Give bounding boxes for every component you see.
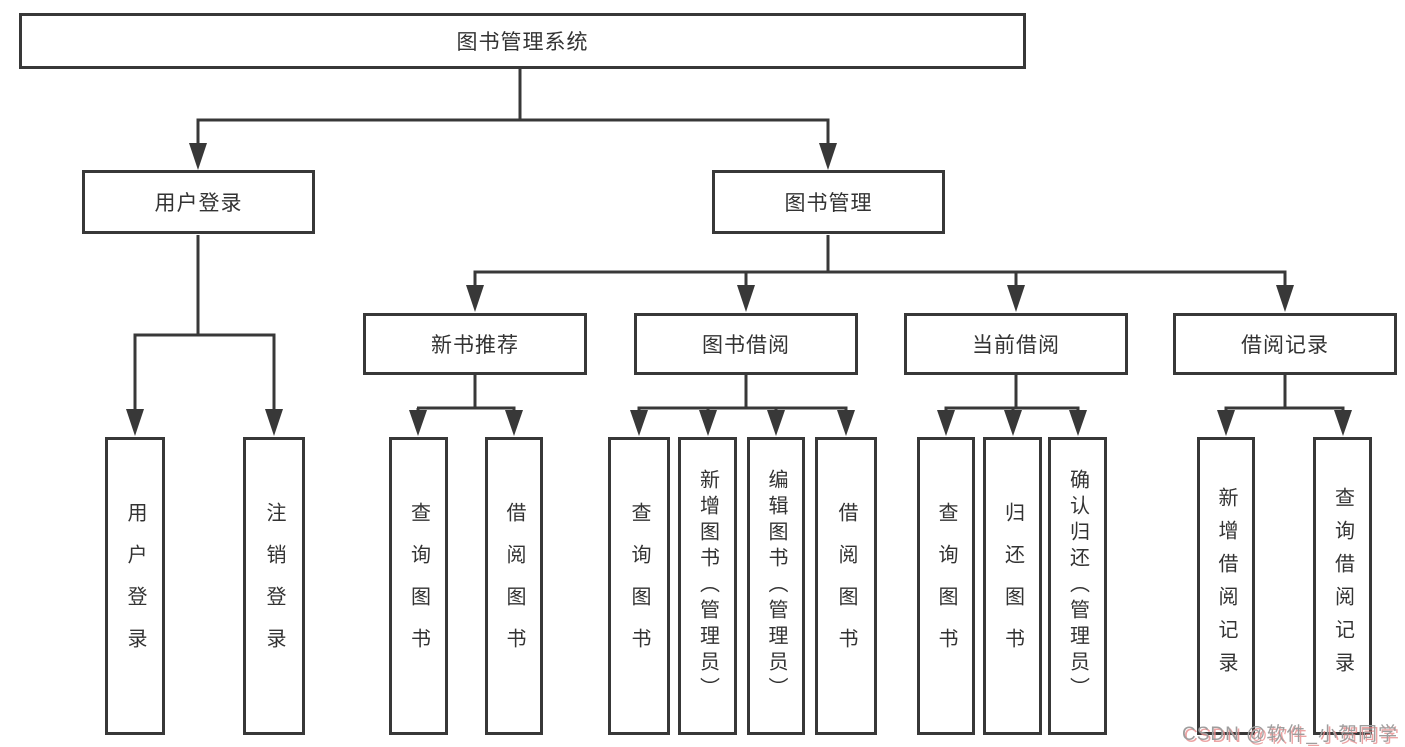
leaf-user-login: 用户登录 <box>105 437 165 735</box>
node-root: 图书管理系统 <box>19 13 1026 69</box>
node-root-label: 图书管理系统 <box>456 31 589 54</box>
node-user-login-label: 用户登录 <box>154 192 243 215</box>
leaf-return-book-label: 归还图书 <box>1001 502 1024 670</box>
connector-book-mgmt-branch <box>473 235 1287 286</box>
connector-current-borrow-branch <box>944 375 1080 411</box>
leaf-confirm-return-admin: 确认归还（管理员） <box>1048 437 1107 735</box>
leaf-logout: 注销登录 <box>243 437 305 735</box>
leaf-borrow-book-recommend-label: 借阅图书 <box>503 502 525 670</box>
node-current-borrow: 当前借阅 <box>904 313 1128 375</box>
node-book-borrow: 图书借阅 <box>634 313 858 375</box>
csdn-watermark: CSDN @软件_小贺同学 <box>1182 724 1398 745</box>
leaf-add-borrow-record-label: 新增借阅记录 <box>1215 487 1237 685</box>
leaf-edit-book-admin-label: 编辑图书（管理员） <box>765 469 787 703</box>
node-book-borrow-label: 图书借阅 <box>702 334 790 357</box>
node-user-login: 用户登录 <box>82 170 315 234</box>
node-new-book-recommend-label: 新书推荐 <box>431 334 519 357</box>
leaf-query-borrow-record-label: 查询借阅记录 <box>1331 487 1354 685</box>
leaf-add-book-admin: 新增图书（管理员） <box>678 437 737 735</box>
leaf-borrow-book: 借阅图书 <box>815 437 877 735</box>
connector-root-stem <box>196 68 830 144</box>
leaf-query-book-recommend: 查询图书 <box>389 437 448 735</box>
leaf-edit-book-admin: 编辑图书（管理员） <box>747 437 805 735</box>
arrowheads <box>126 143 1352 436</box>
leaf-query-borrow-record: 查询借阅记录 <box>1313 437 1372 735</box>
leaf-add-book-admin-label: 新增图书（管理员） <box>696 469 719 703</box>
leaf-confirm-return-admin-label: 确认归还（管理员） <box>1066 469 1089 703</box>
leaf-borrow-book-recommend: 借阅图书 <box>485 437 543 735</box>
leaf-logout-label: 注销登录 <box>263 502 285 670</box>
node-new-book-recommend: 新书推荐 <box>363 313 587 375</box>
leaf-return-book: 归还图书 <box>983 437 1042 735</box>
leaf-add-borrow-record: 新增借阅记录 <box>1197 437 1255 735</box>
leaf-query-book-current-label: 查询图书 <box>935 502 957 670</box>
node-borrow-record-label: 借阅记录 <box>1241 334 1329 357</box>
leaf-query-book-borrow: 查询图书 <box>608 437 670 735</box>
connector-user-login-branch <box>133 235 276 410</box>
leaf-query-book-borrow-label: 查询图书 <box>628 502 650 670</box>
leaf-query-book-recommend-label: 查询图书 <box>407 502 430 670</box>
connector-new-book-branch <box>416 375 516 411</box>
leaf-borrow-book-label: 借阅图书 <box>835 502 857 670</box>
node-borrow-record: 借阅记录 <box>1173 313 1397 375</box>
leaf-query-book-current: 查询图书 <box>917 437 975 735</box>
connector-borrow-record-branch <box>1224 375 1345 411</box>
node-current-borrow-label: 当前借阅 <box>972 334 1060 357</box>
node-book-management-label: 图书管理 <box>784 192 873 215</box>
leaf-user-login-label: 用户登录 <box>124 502 146 670</box>
node-book-management: 图书管理 <box>712 170 945 234</box>
connector-book-borrow-branch <box>637 375 848 411</box>
